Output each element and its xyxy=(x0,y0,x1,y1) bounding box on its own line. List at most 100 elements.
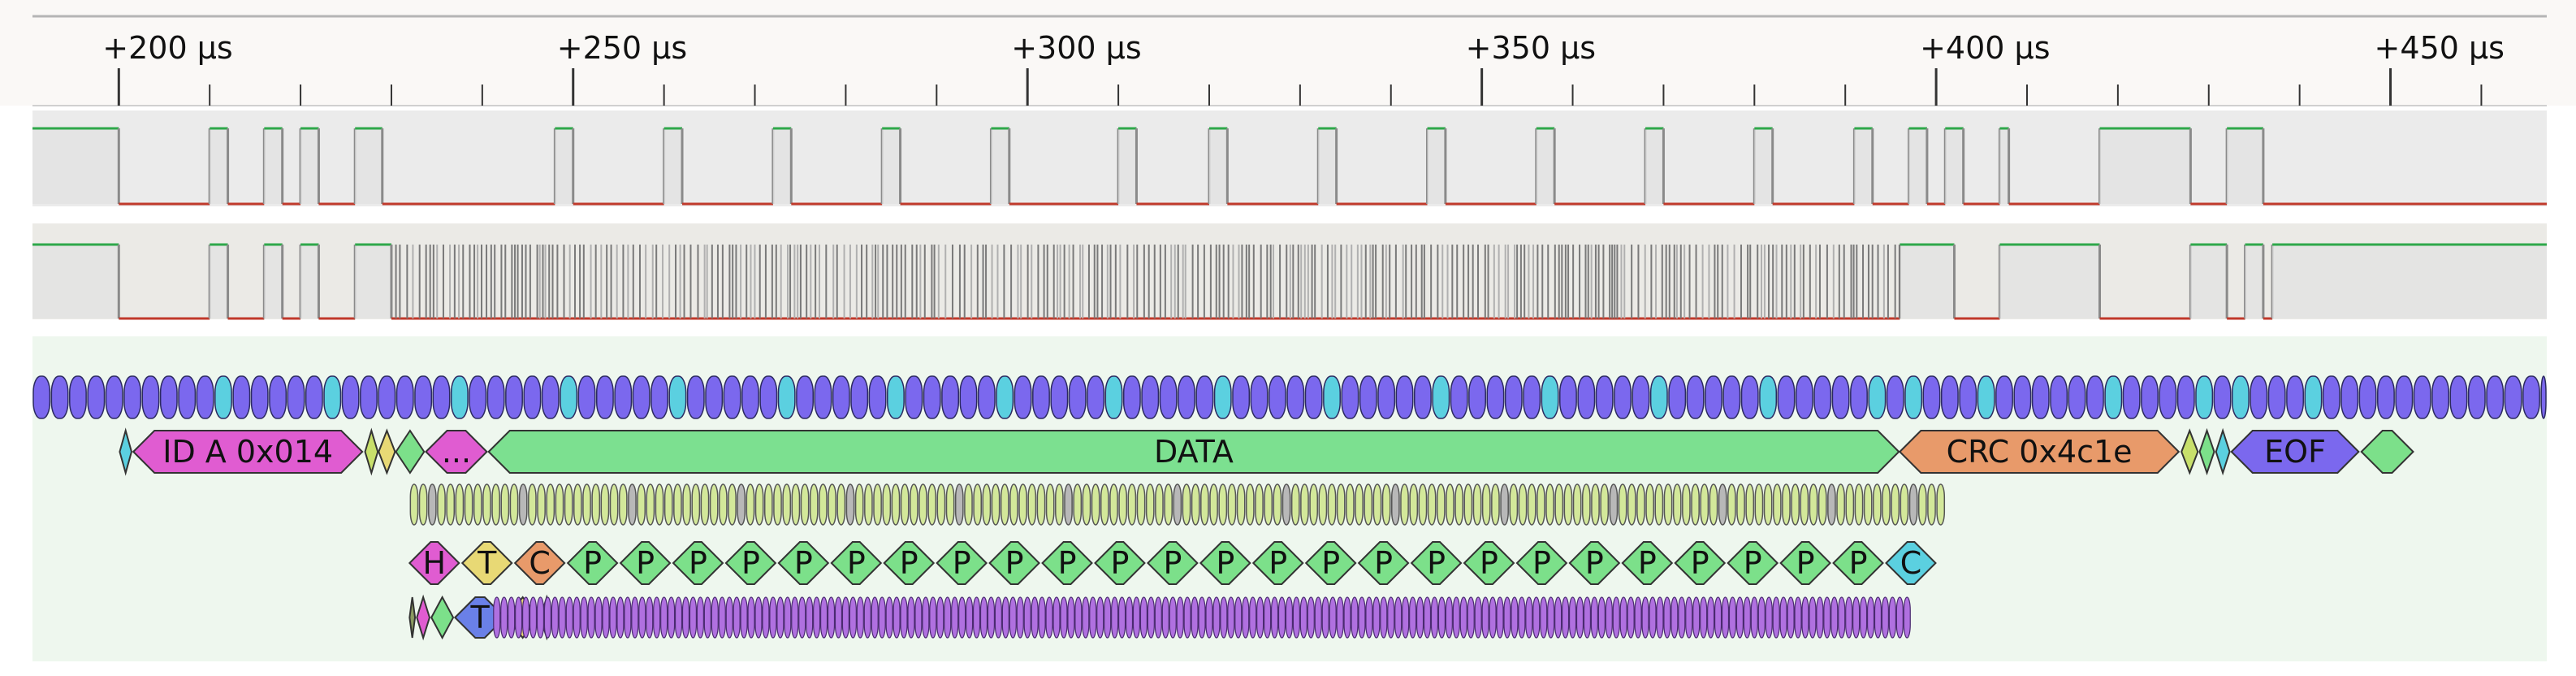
subbit xyxy=(1645,483,1654,526)
subbit xyxy=(1109,483,1118,526)
subbit xyxy=(1309,483,1318,526)
symbol-p[interactable]: P xyxy=(1568,541,1621,585)
field-marker[interactable] xyxy=(2198,427,2215,476)
logic-channel-2[interactable] xyxy=(32,223,2547,320)
field-marker[interactable] xyxy=(119,427,132,476)
packet-bit xyxy=(638,596,646,639)
subbit-stuff xyxy=(1391,483,1400,526)
packet-marker[interactable] xyxy=(408,596,417,639)
symbol-h[interactable]: H xyxy=(408,541,460,585)
packet-bit xyxy=(885,596,893,639)
field-marker[interactable] xyxy=(2360,430,2414,474)
packet-marker[interactable] xyxy=(430,595,455,640)
symbol-p[interactable]: P xyxy=(777,541,830,585)
symbol-p[interactable]: P xyxy=(1515,541,1568,585)
symbol-p[interactable]: P xyxy=(1094,541,1146,585)
packet-bit xyxy=(893,596,901,639)
symbol-p[interactable]: P xyxy=(724,541,777,585)
symbol-label: P xyxy=(1744,545,1762,581)
bit xyxy=(1740,375,1759,419)
subbit xyxy=(1009,483,1018,526)
symbol-p[interactable]: P xyxy=(619,541,672,585)
subbit-stuff xyxy=(1064,483,1073,526)
packet-field-t[interactable]: T xyxy=(453,596,507,639)
packet-bit xyxy=(515,596,523,639)
packet-bit xyxy=(900,596,908,639)
packet-marker[interactable] xyxy=(416,594,431,641)
symbol-p[interactable]: P xyxy=(1357,541,1410,585)
high-level-fill xyxy=(1999,128,2009,204)
subbit xyxy=(782,483,792,526)
field-marker[interactable] xyxy=(2215,427,2231,476)
ruler-background xyxy=(0,0,2576,106)
ruler-label: +300 µs xyxy=(1011,30,1141,66)
symbol-p[interactable]: P xyxy=(988,541,1040,585)
field-eof[interactable]: EOF xyxy=(2230,430,2360,474)
high-level-fill xyxy=(2245,245,2263,318)
bit xyxy=(1940,375,1959,419)
bit xyxy=(250,375,269,419)
bit xyxy=(2467,375,2486,419)
field-id-a-0x014[interactable]: ID A 0x014 xyxy=(132,430,364,474)
time-ruler[interactable]: +200 µs+250 µs+300 µs+350 µs+400 µs+450 … xyxy=(0,0,2576,106)
bit xyxy=(159,375,178,419)
symbol-p[interactable]: P xyxy=(1304,541,1357,585)
bit xyxy=(923,375,941,419)
field-data[interactable]: DATA xyxy=(487,430,1900,474)
symbol-t[interactable]: T xyxy=(460,541,513,585)
field-marker[interactable] xyxy=(395,429,426,474)
packet-bit xyxy=(1365,596,1373,639)
symbol-p[interactable]: P xyxy=(566,541,619,585)
symbol-p[interactable]: P xyxy=(1199,541,1251,585)
symbol-p[interactable]: P xyxy=(1674,541,1727,585)
symbol-p[interactable]: P xyxy=(830,541,883,585)
bit xyxy=(2031,375,2050,419)
packet-bit xyxy=(1358,596,1366,639)
subbit xyxy=(1327,483,1337,526)
logic-channel-1[interactable] xyxy=(32,110,2547,206)
symbol-p[interactable]: P xyxy=(1410,541,1463,585)
decoder-bit-row[interactable] xyxy=(32,375,2547,419)
symbol-p[interactable]: P xyxy=(1147,541,1199,585)
packet-bit xyxy=(508,596,516,639)
symbol-p[interactable]: P xyxy=(672,541,724,585)
ruler-label: +450 µs xyxy=(2375,30,2505,66)
subbit xyxy=(1264,483,1273,526)
symbol-p[interactable]: P xyxy=(1621,541,1674,585)
subbit xyxy=(1082,483,1091,526)
field-crc-0x4c1e[interactable]: CRC 0x4c1e xyxy=(1898,430,2181,474)
field-marker[interactable] xyxy=(2181,428,2199,475)
subbit xyxy=(1436,483,1446,526)
symbol-shape xyxy=(1199,541,1251,585)
subbit xyxy=(836,483,846,526)
symbol-p[interactable]: P xyxy=(1463,541,1515,585)
decoder-packet-row[interactable]: T xyxy=(408,594,1911,641)
symbol-p[interactable]: P xyxy=(1832,541,1884,585)
symbol-p[interactable]: P xyxy=(1251,541,1304,585)
packet-bit xyxy=(819,596,828,639)
subbit xyxy=(1463,483,1473,526)
symbol-c[interactable]: C xyxy=(1885,541,1937,585)
subbit-stuff xyxy=(1827,483,1836,526)
symbol-p[interactable]: P xyxy=(883,541,936,585)
bit xyxy=(32,375,51,419)
symbol-p[interactable]: P xyxy=(936,541,988,585)
symbol-label: P xyxy=(583,545,602,581)
field-marker[interactable] xyxy=(364,427,379,476)
symbol-p[interactable]: P xyxy=(1727,541,1779,585)
field-shape xyxy=(2360,430,2414,474)
subbit xyxy=(1873,483,1882,526)
subbit xyxy=(509,483,519,526)
symbol-c[interactable]: C xyxy=(513,541,566,585)
subbit xyxy=(991,483,1001,526)
symbol-p[interactable]: P xyxy=(1779,541,1832,585)
subbit xyxy=(1563,483,1573,526)
bit xyxy=(2486,375,2505,419)
packet-bit xyxy=(703,596,711,639)
bit xyxy=(1922,375,1941,419)
field-[interactable]: ... xyxy=(425,430,488,474)
symbol-p[interactable]: P xyxy=(1041,541,1093,585)
